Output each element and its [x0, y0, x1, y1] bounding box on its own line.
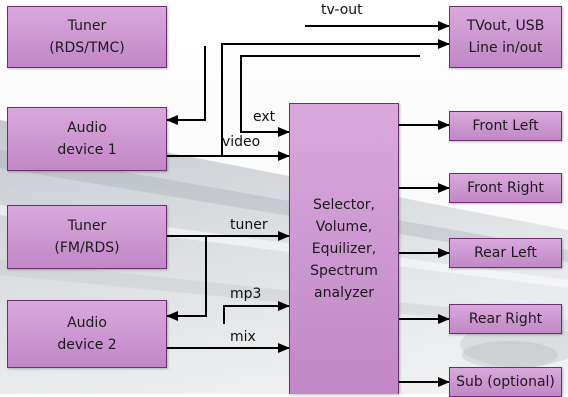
sub-label: Sub (optional): [456, 374, 555, 390]
mp3-wire: [223, 301, 290, 324]
tvout-usb-block: TVout, USB Line in/out: [449, 6, 562, 68]
tuner-to-audio1-wire: [166, 46, 206, 125]
tv-out-signal-label: tv-out: [321, 2, 363, 18]
tuner-to-audio2-wire: [166, 236, 207, 321]
rear-right-label: Rear Right: [468, 311, 543, 327]
mix-signal-label: mix: [230, 329, 256, 345]
ext-bus-wire-2: [240, 55, 420, 137]
tuner-fm-rds-block: Tuner (FM/RDS): [7, 205, 167, 269]
sub-block: Sub (optional): [449, 367, 562, 397]
tuner-rds-tmc-block: Tuner (RDS/TMC): [7, 6, 167, 68]
audio-device-2-block: Audio device 2: [7, 300, 167, 368]
tuner-signal-label: tuner: [230, 217, 268, 233]
audio-device-1-block: Audio device 1: [7, 107, 167, 171]
tuner-rds-tmc-label: Tuner (RDS/TMC): [49, 18, 125, 56]
audio-device-2-label: Audio device 2: [57, 315, 117, 353]
front-right-block: Front Right: [449, 173, 562, 203]
ext-bus-wire-1: [221, 39, 450, 156]
audio-device-1-label: Audio device 1: [57, 120, 117, 158]
video-signal-label: video: [222, 134, 261, 150]
rear-left-label: Rear Left: [474, 245, 537, 261]
mp3-signal-label: mp3: [230, 286, 262, 302]
rear-left-block: Rear Left: [449, 238, 562, 268]
rear-right-block: Rear Right: [449, 304, 562, 334]
tuner-fm-rds-label: Tuner (FM/RDS): [54, 218, 120, 256]
processor-label: Selector, Volume, Equilizer, Spectrum an…: [310, 197, 378, 301]
processor-block: Selector, Volume, Equilizer, Spectrum an…: [289, 103, 399, 394]
front-left-block: Front Left: [449, 111, 562, 141]
tvout-usb-label: TVout, USB Line in/out: [466, 18, 545, 56]
front-left-label: Front Left: [472, 118, 539, 134]
ext-signal-label: ext: [253, 109, 276, 125]
front-right-label: Front Right: [467, 180, 544, 196]
